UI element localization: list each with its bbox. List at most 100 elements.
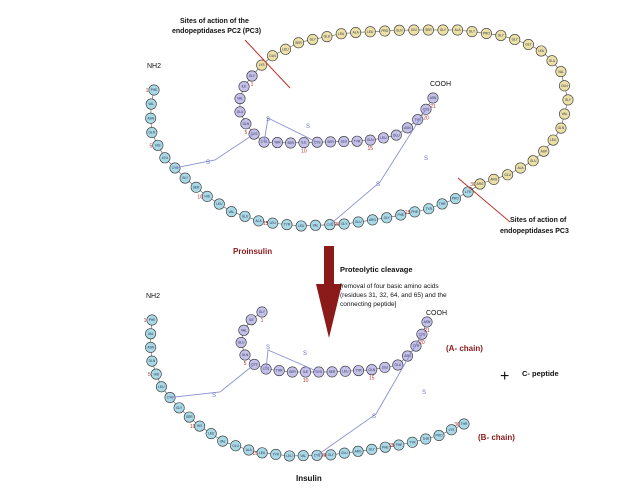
a-chain-residue: GLU	[234, 106, 246, 118]
svg-text:LYS: LYS	[259, 63, 265, 67]
c-peptide-residue: GLY	[307, 33, 319, 45]
a-chain-residue: THR	[273, 365, 285, 377]
b-chain-residue: GLY	[179, 172, 191, 184]
svg-text:THR: THR	[274, 141, 281, 145]
a-chain-residue: SER	[326, 366, 338, 378]
svg-text:LEU: LEU	[342, 369, 349, 373]
c-peptide-residue: GLY	[522, 39, 534, 51]
b-chain-number: 5	[148, 372, 151, 378]
svg-text:LEU: LEU	[282, 47, 289, 51]
b-chain-residue: ALA	[253, 215, 265, 227]
svg-text:GLY: GLY	[328, 453, 335, 457]
c-peptide-residue: ALA	[350, 26, 362, 38]
b-chain-residue: LEU	[205, 428, 217, 440]
b-chain-residue: GLY	[338, 218, 350, 230]
svg-text:LEU: LEU	[286, 454, 293, 458]
cleavage-arrow	[316, 246, 342, 338]
svg-text:GLN: GLN	[368, 368, 375, 372]
a-chain-number: 20	[423, 115, 429, 121]
b-chain-residue: LEU	[155, 381, 167, 393]
b-chain-number: 1	[146, 88, 149, 94]
svg-text:CYS: CYS	[167, 396, 174, 400]
svg-text:ALA: ALA	[256, 219, 263, 223]
c-peptide-residue: LYS	[256, 59, 268, 71]
a-chain-residue: TYR	[412, 114, 424, 126]
bottom-nh2-label: NH2	[146, 293, 160, 300]
sulfur-label: S	[266, 117, 270, 123]
disulfide-bond	[265, 349, 320, 373]
b-chain-number: 30	[470, 182, 476, 188]
svg-text:GLY: GLY	[469, 30, 476, 34]
b-chain-residue: TYR	[406, 436, 418, 448]
b-chain-number: 15	[252, 451, 258, 457]
callout-pc3-line1: Sites of action of	[510, 217, 567, 224]
svg-text:HIS: HIS	[197, 424, 202, 428]
svg-text:LEU: LEU	[216, 202, 223, 206]
svg-text:LYS: LYS	[465, 190, 471, 194]
svg-text:GLN: GLN	[149, 359, 156, 363]
svg-text:LEU: LEU	[382, 365, 389, 369]
svg-text:SER: SER	[287, 141, 294, 145]
c-peptide-residue: LEU	[280, 43, 292, 55]
c-peptide-residue: LEU	[364, 26, 376, 38]
b-chain-residue: TYR	[270, 448, 282, 460]
b-chain-residue: ARG	[366, 214, 378, 226]
svg-text:SER: SER	[193, 185, 200, 189]
b-chain-residue: GLY	[173, 402, 185, 414]
svg-text:GLY: GLY	[369, 448, 376, 452]
svg-text:PRO: PRO	[436, 434, 443, 438]
c-peptide-residue: GLU	[527, 155, 539, 167]
svg-text:TYR: TYR	[273, 452, 280, 456]
svg-text:GLU: GLU	[530, 159, 537, 163]
svg-text:LEU: LEU	[341, 140, 348, 144]
a-chain-residue: VAL	[238, 324, 250, 336]
a-chain-residue: ILE	[238, 81, 250, 93]
svg-text:ASN: ASN	[404, 354, 411, 358]
a-chain-residue: ASN	[401, 122, 413, 134]
b-chain-residue: VAL	[145, 98, 157, 110]
svg-text:GLN: GLN	[149, 131, 156, 135]
svg-text:ILE: ILE	[249, 318, 254, 322]
svg-text:GLU: GLU	[324, 35, 331, 39]
svg-text:THR: THR	[422, 437, 429, 441]
svg-text:CYS: CYS	[261, 140, 268, 144]
svg-text:CYS: CYS	[314, 140, 321, 144]
svg-text:CYS: CYS	[314, 453, 321, 457]
svg-text:LEU: LEU	[550, 138, 557, 142]
a-chain-number: 5	[244, 361, 247, 367]
b-chain-number: 25	[389, 443, 395, 449]
svg-text:PHE: PHE	[397, 213, 404, 217]
b-chain-residue: ASN	[145, 112, 157, 124]
svg-text:GLU: GLU	[341, 451, 348, 455]
svg-text:LEU: LEU	[208, 432, 215, 436]
disulfide-bond	[329, 109, 427, 226]
b-chain-residue: LEU	[283, 450, 295, 462]
cleavage-note-line1: [removal of four basic amino acids	[340, 283, 439, 290]
c-peptide-residue: SER	[422, 24, 434, 36]
b-chain-residue: PHE	[379, 441, 391, 453]
svg-text:ILE: ILE	[303, 370, 308, 374]
svg-text:HIS: HIS	[154, 372, 159, 376]
b-chain-residue: GLY	[381, 212, 393, 224]
svg-text:TYR: TYR	[414, 118, 421, 122]
disulfide-bond	[316, 333, 423, 456]
sulfur-label: S	[422, 390, 426, 396]
svg-text:HIS: HIS	[155, 143, 160, 147]
svg-text:ASN: ASN	[147, 345, 154, 349]
svg-text:GLU: GLU	[355, 220, 362, 224]
disulfide-bond	[174, 133, 255, 169]
a-chain-label: (A- chain)	[446, 344, 483, 353]
svg-text:CYS: CYS	[172, 166, 179, 170]
svg-text:LEU: LEU	[538, 49, 545, 53]
a-chain-residue: ASN	[421, 316, 433, 328]
svg-text:ARG: ARG	[477, 182, 484, 186]
svg-text:TYR: TYR	[413, 344, 420, 348]
svg-text:GLY: GLY	[310, 38, 317, 42]
svg-text:VAL: VAL	[220, 439, 226, 443]
sulfur-label: S	[303, 351, 307, 357]
callout-line-pc2	[244, 39, 291, 89]
c-peptide-residue: LEU	[535, 45, 547, 57]
b-chain-number: 10	[197, 194, 203, 200]
